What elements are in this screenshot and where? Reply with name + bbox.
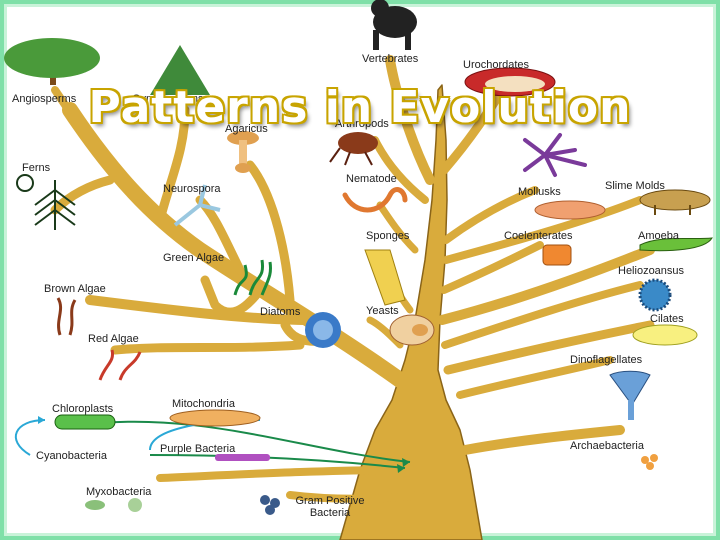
branch-heliozoans — [441, 281, 644, 349]
diatom-image — [305, 312, 341, 348]
yeast-image — [389, 314, 435, 346]
mitochondria-image — [169, 409, 261, 427]
label-slime-molds: Slime Molds — [605, 180, 665, 192]
branch-ferns — [50, 175, 115, 215]
label-ciliates: Cilates — [650, 313, 684, 325]
branch-angiosperms — [51, 86, 94, 144]
branch-arthropods — [371, 136, 429, 204]
label-mitochondria: Mitochondria — [172, 398, 235, 410]
branch-amoeba — [437, 245, 655, 325]
archaebacteria-image — [641, 454, 658, 470]
branch-yeasts — [366, 316, 404, 349]
label-nematode: Nematode — [346, 173, 397, 185]
slide-title: Patterns in Evolution — [88, 82, 632, 133]
angiosperm-tree-image — [4, 38, 100, 85]
label-gram-positive-bacteria: Gram Positive Bacteria — [295, 495, 365, 519]
poodle-image — [371, 0, 417, 50]
coelenterate-image — [542, 244, 572, 266]
label-yeasts: Yeasts — [366, 305, 399, 317]
label-ferns: Ferns — [22, 162, 51, 174]
amoeba-image — [639, 237, 713, 252]
flea-image — [329, 132, 378, 166]
label-gymnosperms: Gymnosperms — [132, 93, 204, 105]
dinoflagellate-image — [609, 370, 651, 420]
fern-image — [16, 174, 76, 230]
label-chloroplasts: Chloroplasts — [52, 403, 114, 415]
myxobacteria-image — [85, 498, 142, 512]
branch-red-algae — [110, 340, 305, 355]
label-agaricus: Agaricus — [225, 123, 268, 135]
urochordate-image — [464, 67, 556, 97]
label-neurospora: Neurospora — [163, 183, 221, 195]
branch-agaricus — [245, 160, 295, 305]
label-heliozoans: Heliozoansus — [618, 265, 685, 277]
branch-left-main — [62, 102, 408, 388]
label-vertebrates: Vertebrates — [362, 53, 419, 65]
label-green-algae: Green Algae — [163, 252, 225, 264]
branch-dinoflagellates — [456, 356, 614, 399]
agaricus-mushroom-image — [227, 131, 259, 173]
label-myxobacteria: Myxobacteria — [86, 486, 152, 498]
tree-branches — [50, 55, 655, 503]
label-red-algae: Red Algae — [88, 333, 139, 345]
label-angiosperms: Angiosperms — [12, 93, 77, 105]
ciliate-image — [632, 324, 698, 346]
branch-gram-positive — [286, 491, 424, 503]
label-arthropods: Arthropods — [335, 118, 389, 130]
label-urochordates: Urochordates — [463, 59, 530, 71]
arrow-chloroplast-tree — [79, 420, 411, 463]
label-purple-bacteria: Purple Bacteria — [160, 443, 236, 455]
purple-bacteria-image — [215, 454, 270, 461]
brown-algae-image — [56, 297, 77, 336]
branch-mollusks — [442, 186, 539, 244]
heliozoan-image — [638, 278, 672, 312]
branch-nematode — [376, 201, 419, 254]
slime-mold-image — [639, 189, 711, 215]
octopus-image — [523, 133, 587, 177]
label-dinoflagellates: Dinoflagellates — [570, 354, 643, 366]
mollusk-shell-image — [534, 200, 606, 220]
nematode-image — [342, 187, 408, 213]
branch-vertebrates — [385, 55, 435, 185]
branch-myxobacteria — [156, 466, 404, 482]
branch-brown-algae — [85, 295, 315, 325]
arrow-cyanobacteria — [14, 419, 46, 456]
chloroplast-image — [54, 414, 116, 430]
neurospora-image — [173, 184, 221, 227]
label-diatoms: Diatoms — [260, 306, 301, 318]
label-mollusks: Mollusks — [518, 186, 561, 198]
branch-coelenterates — [440, 241, 544, 294]
branch-archaebacteria — [460, 425, 625, 455]
label-archaebacteria: Archaebacteria — [570, 440, 644, 452]
label-sponges: Sponges — [366, 230, 410, 242]
arrow-purple-tree — [149, 454, 406, 469]
green-algae-image — [233, 259, 272, 296]
gram-positive-bacteria-image — [260, 495, 280, 515]
label-amoeba: Amoeba — [638, 230, 679, 242]
label-cyanobacteria: Cyanobacteria — [36, 450, 107, 462]
sponge-image — [364, 249, 406, 306]
red-algae-image — [98, 349, 142, 381]
branch-slime-molds — [442, 196, 644, 264]
label-coelenterates: Coelenterates — [504, 230, 573, 242]
gymnosperm-tree-image — [150, 45, 210, 98]
branch-ciliates — [443, 320, 655, 375]
branch-gymnosperms — [155, 105, 190, 225]
label-brown-algae: Brown Algae — [44, 283, 106, 295]
